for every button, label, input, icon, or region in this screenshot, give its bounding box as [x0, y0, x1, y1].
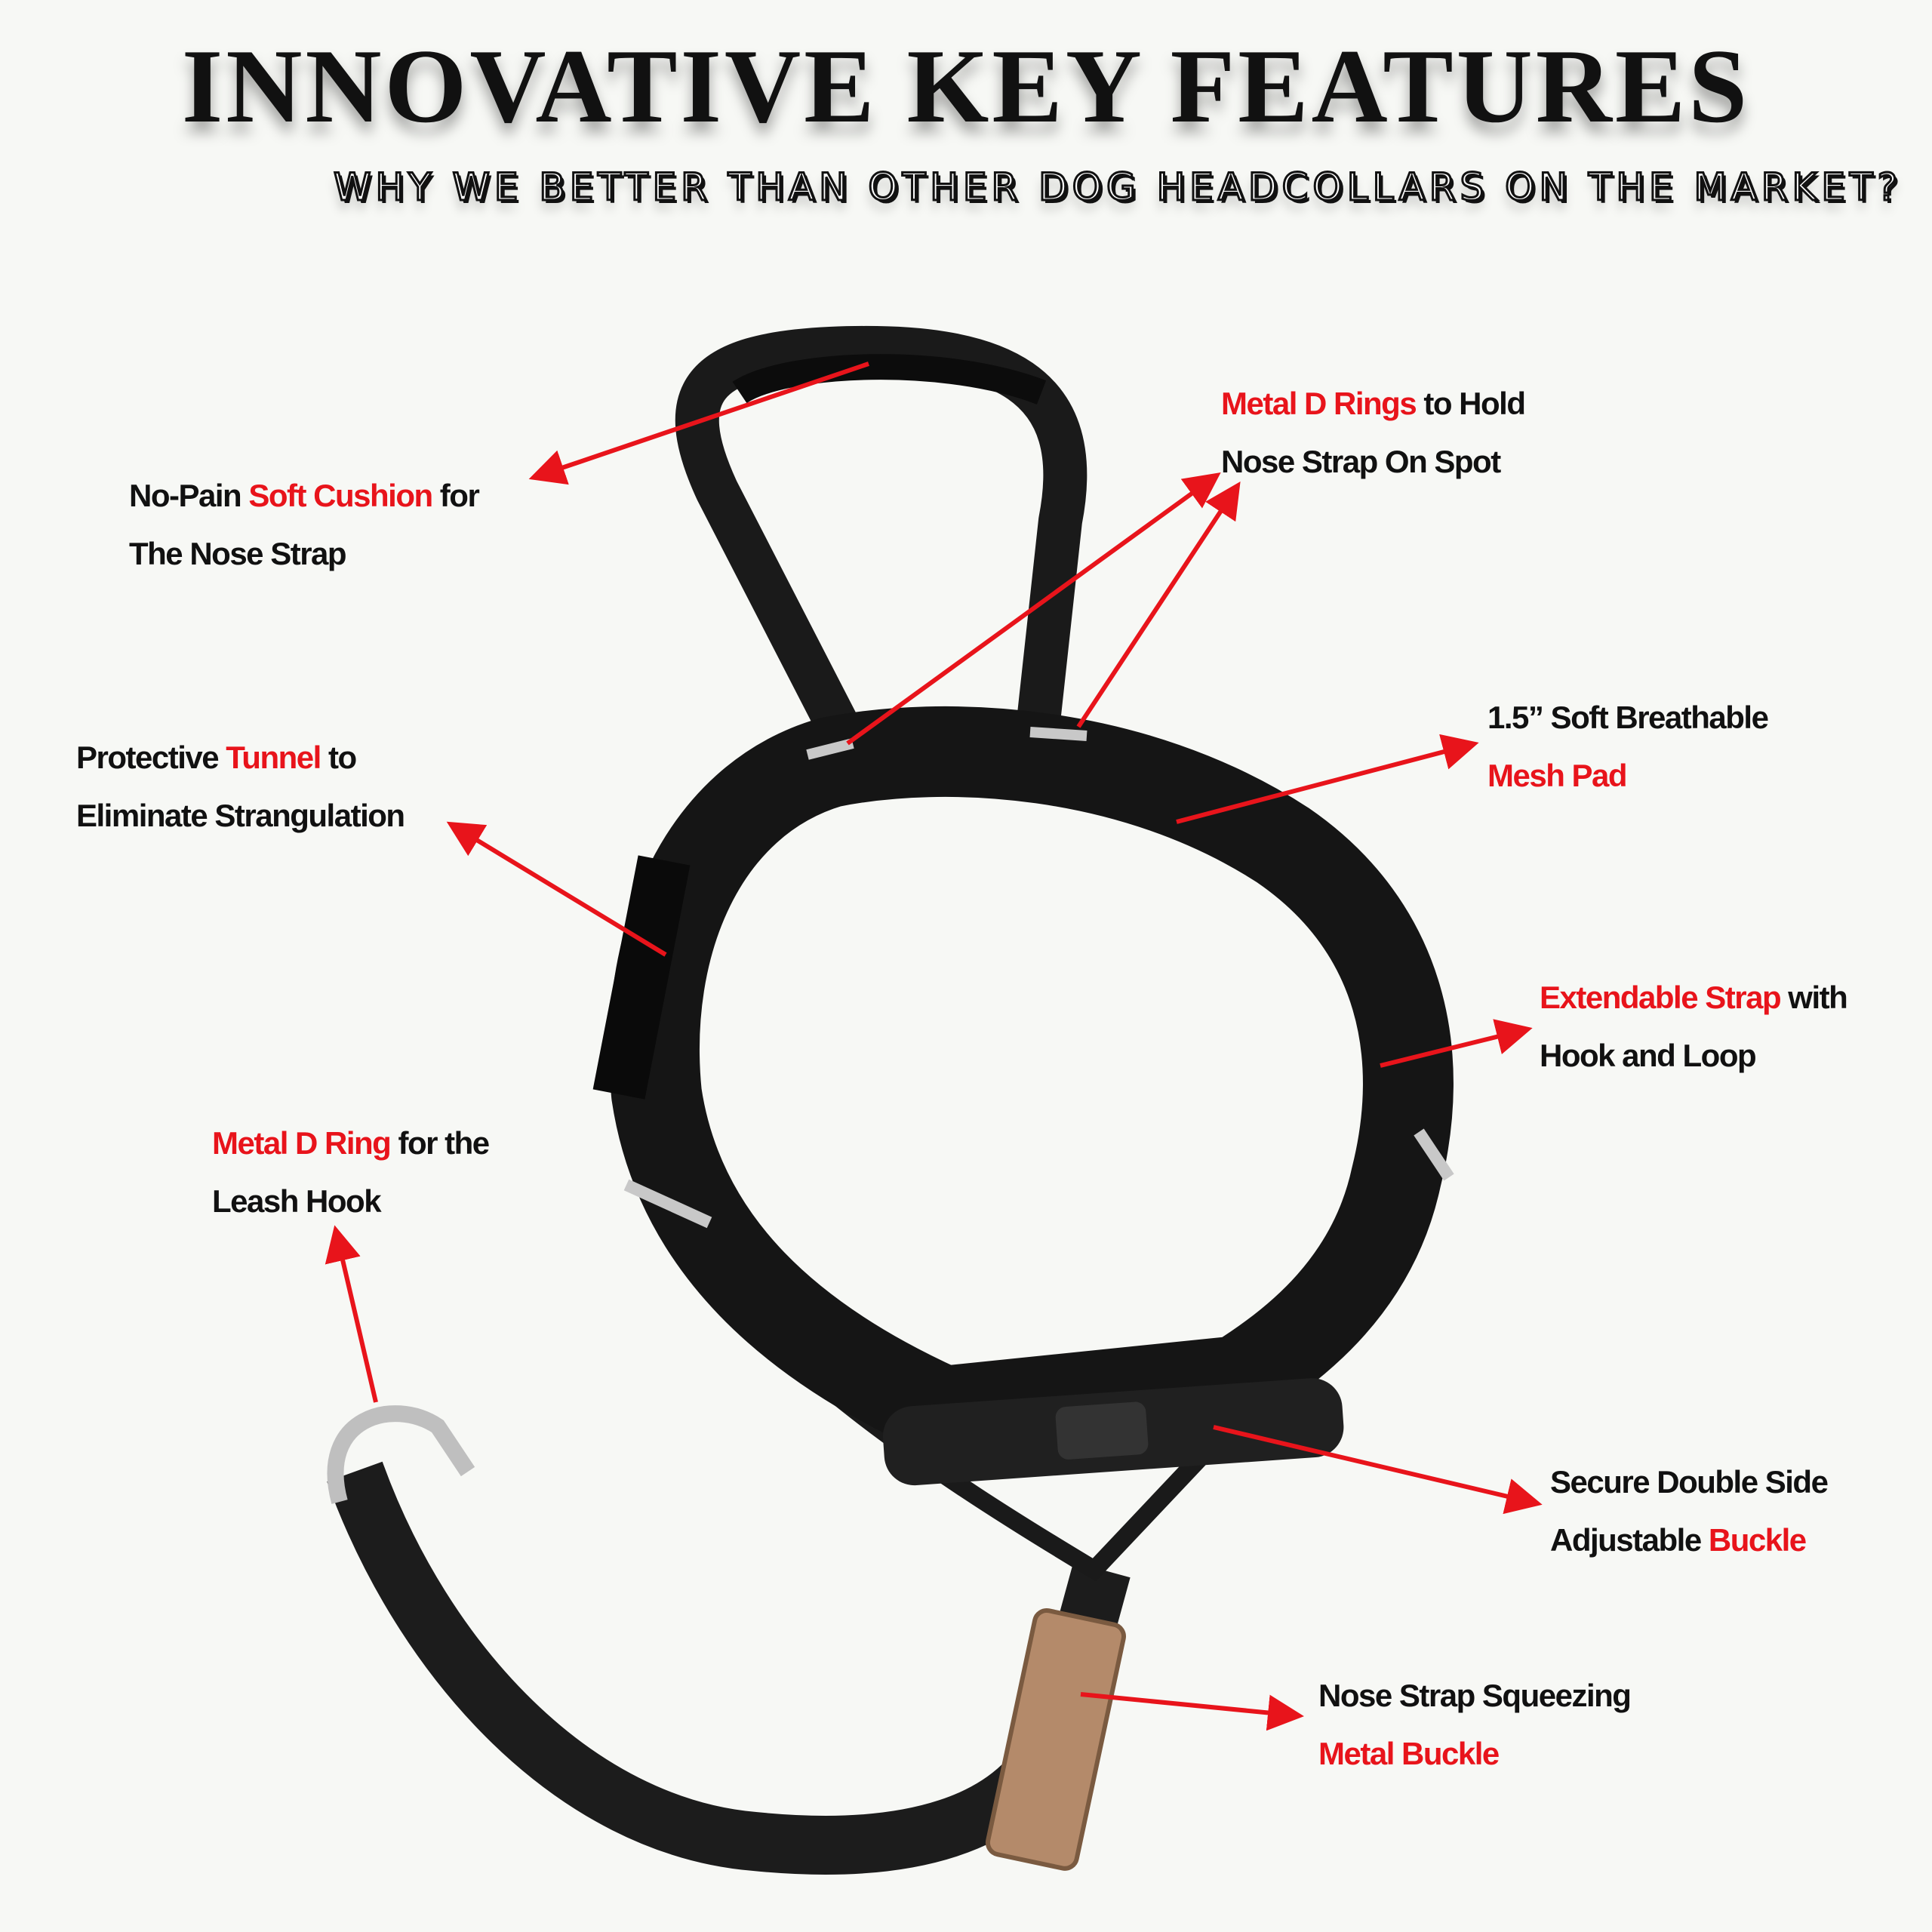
highlight: Soft Cushion — [248, 478, 433, 513]
plastic-buckle-clip — [1055, 1401, 1149, 1460]
arrow-metal-buckle — [1080, 1692, 1304, 1731]
arrow-mesh-pad — [1176, 734, 1479, 824]
text: Nose Strap On Spot — [1221, 444, 1501, 479]
callout-leash-d-ring: Metal D Ring for the Leash Hook — [212, 1114, 491, 1230]
text: The Nose Strap — [129, 536, 347, 571]
text: 1.5” Soft Breathable — [1487, 700, 1769, 735]
leash-d-ring — [327, 1405, 475, 1504]
text: Adjustable — [1550, 1522, 1709, 1558]
nose-strap — [675, 325, 1088, 758]
text: for — [432, 478, 480, 513]
callout-extendable-strap: Extendable Strap with Hook and Loop — [1540, 968, 1848, 1084]
text: Eliminate Strangulation — [76, 798, 405, 833]
callout-soft-cushion: No-Pain Soft Cushion for The Nose Strap — [129, 466, 480, 583]
arrow-d-rings-1 — [846, 472, 1221, 746]
callout-double-side-buckle: Secure Double Side Adjustable Buckle — [1550, 1453, 1829, 1569]
text: to Hold — [1416, 386, 1526, 421]
text: Protective — [76, 740, 226, 775]
arrow-double-buckle — [1213, 1425, 1543, 1515]
metal-buckle — [985, 1607, 1126, 1871]
highlight: Metal D Ring — [212, 1125, 392, 1161]
main-collar — [609, 706, 1454, 1457]
lower-strap — [327, 1461, 1131, 1875]
d-ring-left — [806, 738, 854, 760]
highlight: Metal D Rings — [1221, 386, 1417, 421]
callout-protective-tunnel: Protective Tunnel to Eliminate Strangula… — [76, 728, 405, 844]
highlight: Mesh Pad — [1487, 758, 1628, 793]
highlight: Tunnel — [226, 740, 321, 775]
text: Nose Strap Squeezing — [1318, 1678, 1632, 1713]
arrow-extendable — [1380, 1019, 1533, 1068]
text: No-Pain — [129, 478, 249, 513]
highlight: Buckle — [1708, 1522, 1807, 1558]
callout-metal-buckle: Nose Strap Squeezing Metal Buckle — [1318, 1666, 1632, 1783]
d-ring-right — [1029, 727, 1088, 741]
soft-cushion — [732, 354, 1047, 405]
d-ring-side-left — [623, 1179, 712, 1229]
protective-tunnel — [592, 855, 691, 1100]
arrow-soft-cushion — [528, 361, 869, 485]
callout-metal-d-rings: Metal D Rings to Hold Nose Strap On Spot — [1221, 374, 1526, 491]
arrow-tunnel — [446, 821, 667, 957]
d-ring-side-right — [1414, 1128, 1454, 1181]
text: Hook and Loop — [1540, 1038, 1757, 1073]
highlight: Extendable Strap — [1540, 980, 1782, 1015]
text: Leash Hook — [212, 1183, 382, 1219]
text: with — [1780, 980, 1848, 1015]
page-subtitle: WHY WE BETTER THAN OTHER DOG HEADCOLLARS… — [333, 165, 1902, 211]
arrow-d-rings-2 — [1076, 481, 1241, 728]
text: for the — [390, 1125, 491, 1161]
text: to — [320, 740, 357, 775]
arrow-leash-ring — [325, 1225, 378, 1403]
callout-mesh-pad: 1.5” Soft Breathable Mesh Pad — [1487, 688, 1769, 804]
page-title: INNOVATIVE KEY FEATURES — [181, 28, 1751, 145]
text: Secure Double Side — [1550, 1464, 1829, 1500]
highlight: Metal Buckle — [1318, 1736, 1500, 1771]
